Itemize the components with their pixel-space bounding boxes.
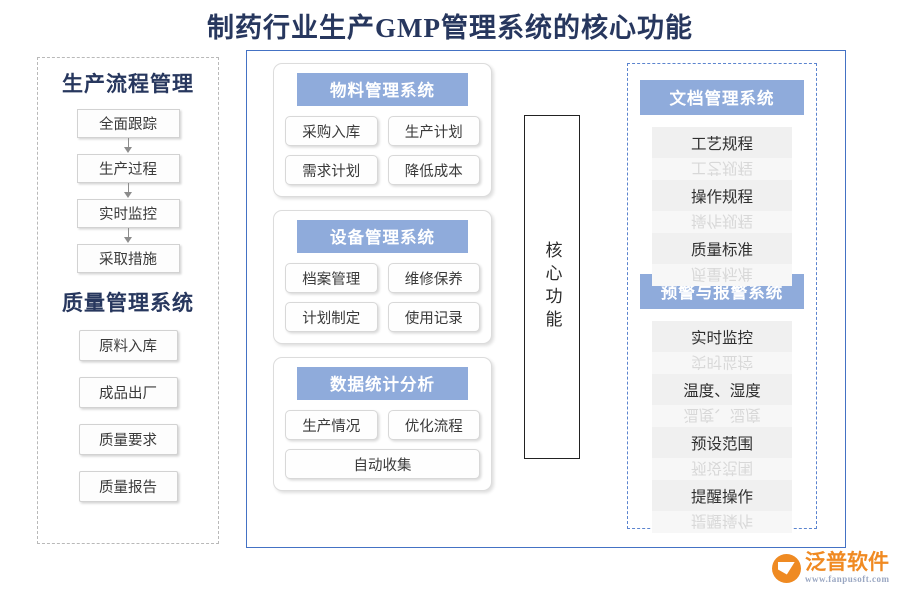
list-item-label: 质量标准 (690, 241, 753, 259)
list-item[interactable]: 提醒操作 提醒操作 (652, 480, 792, 533)
list-item[interactable]: 质量标准 质量标准 (652, 233, 792, 286)
card-pill[interactable]: 使用记录 (387, 302, 480, 332)
card-equipment-management: 设备管理系统 档案管理 维修保养 计划制定 使用记录 (273, 210, 492, 344)
card-pill[interactable]: 维修保养 (387, 263, 480, 293)
brand-text-block: 泛普软件 www.fanpusoft.com (805, 552, 890, 584)
card-pill[interactable]: 生产情况 (285, 410, 378, 440)
card-pill[interactable]: 需求计划 (285, 155, 378, 185)
card-row: 自动收集 (285, 449, 480, 479)
card-pill[interactable]: 生产计划 (387, 116, 480, 146)
card-pill[interactable]: 计划制定 (285, 302, 378, 332)
list-item-label: 实时监控 (690, 329, 753, 347)
production-flow-list: 全面跟踪 生产过程 实时监控 采取措施 (38, 109, 218, 273)
card-heading: 设备管理系统 (297, 220, 468, 253)
spacer (628, 352, 816, 374)
flow-step[interactable]: 实时监控 (76, 199, 180, 228)
card-row: 计划制定 使用记录 (285, 302, 480, 332)
core-function-column: 核心功能 (524, 115, 580, 459)
arrow-down-icon (123, 183, 134, 199)
list-item[interactable]: 质量报告 (78, 471, 178, 502)
list-item-label: 提醒操作 (690, 488, 753, 506)
alarm-system-list: 实时监控 实时监控 温度、湿度 温度、湿度 预设范围 预设范围 提醒操作 提醒操… (628, 321, 816, 533)
panel-heading-alarm-system: 预警与报警系统 (640, 274, 804, 309)
card-pill[interactable]: 优化流程 (387, 410, 480, 440)
core-function-label: 核心功能 (542, 241, 562, 333)
card-row: 生产情况 优化流程 (285, 410, 480, 440)
list-item[interactable]: 操作规程 操作规程 (652, 180, 792, 233)
list-item[interactable]: 质量要求 (78, 424, 178, 455)
spacer (628, 158, 816, 180)
list-item-label: 温度、湿度 (683, 382, 761, 400)
list-item[interactable]: 实时监控 实时监控 (652, 321, 792, 374)
card-pill[interactable]: 采购入库 (285, 116, 378, 146)
left-panel: 生产流程管理 全面跟踪 生产过程 实时监控 采取措施 质量管理系统 原料入库 成… (37, 57, 219, 544)
page-title: 制药行业生产GMP管理系统的核心功能 (207, 13, 693, 43)
card-pill[interactable]: 降低成本 (387, 155, 480, 185)
card-heading: 数据统计分析 (297, 367, 468, 400)
card-row: 需求计划 降低成本 (285, 155, 480, 185)
card-row: 采购入库 生产计划 (285, 116, 480, 146)
right-panel: 文档管理系统 工艺规程 工艺规程 操作规程 操作规程 质量标准 质量标准 预警与… (627, 63, 817, 533)
panel-heading-document-management: 文档管理系统 (640, 80, 804, 115)
list-item[interactable]: 预设范围 预设范围 (652, 427, 792, 480)
arrow-down-icon (123, 228, 134, 244)
list-item[interactable]: 成品出厂 (78, 377, 178, 408)
list-item[interactable]: 工艺规程 工艺规程 (652, 127, 792, 180)
section-heading-quality-management: 质量管理系统 (62, 291, 194, 315)
reflection-text: 提醒操作 (652, 511, 792, 533)
list-item-label: 工艺规程 (690, 135, 753, 153)
main-container: 物料管理系统 采购入库 生产计划 需求计划 降低成本 设备管理系统 档案管理 维… (246, 50, 846, 548)
spacer (628, 458, 816, 480)
list-item-label: 预设范围 (690, 435, 753, 453)
spacer (628, 211, 816, 233)
document-management-list: 工艺规程 工艺规程 操作规程 操作规程 质量标准 质量标准 (628, 127, 816, 286)
spacer (628, 405, 816, 427)
quality-management-list: 原料入库 成品出厂 质量要求 质量报告 (38, 330, 218, 502)
flow-step[interactable]: 采取措施 (76, 244, 180, 273)
card-heading: 物料管理系统 (297, 73, 468, 106)
brand-name: 泛普软件 (805, 550, 889, 574)
flow-step[interactable]: 全面跟踪 (76, 109, 180, 138)
section-heading-production-flow: 生产流程管理 (62, 72, 194, 96)
card-pill[interactable]: 自动收集 (285, 449, 480, 479)
card-data-analysis: 数据统计分析 生产情况 优化流程 自动收集 (273, 357, 492, 491)
card-row: 档案管理 维修保养 (285, 263, 480, 293)
list-item[interactable]: 温度、湿度 温度、湿度 (652, 374, 792, 427)
brand-logo: 泛普软件 www.fanpusoft.com (772, 552, 890, 584)
card-pill[interactable]: 档案管理 (285, 263, 378, 293)
flow-step[interactable]: 生产过程 (76, 154, 180, 183)
arrow-down-icon (123, 138, 134, 154)
list-item[interactable]: 原料入库 (78, 330, 178, 361)
module-card-column: 物料管理系统 采购入库 生产计划 需求计划 降低成本 设备管理系统 档案管理 维… (273, 63, 492, 504)
brand-url: www.fanpusoft.com (805, 574, 890, 584)
brand-mark-icon (772, 553, 801, 583)
card-material-management: 物料管理系统 采购入库 生产计划 需求计划 降低成本 (273, 63, 492, 197)
list-item-label: 操作规程 (690, 188, 753, 206)
